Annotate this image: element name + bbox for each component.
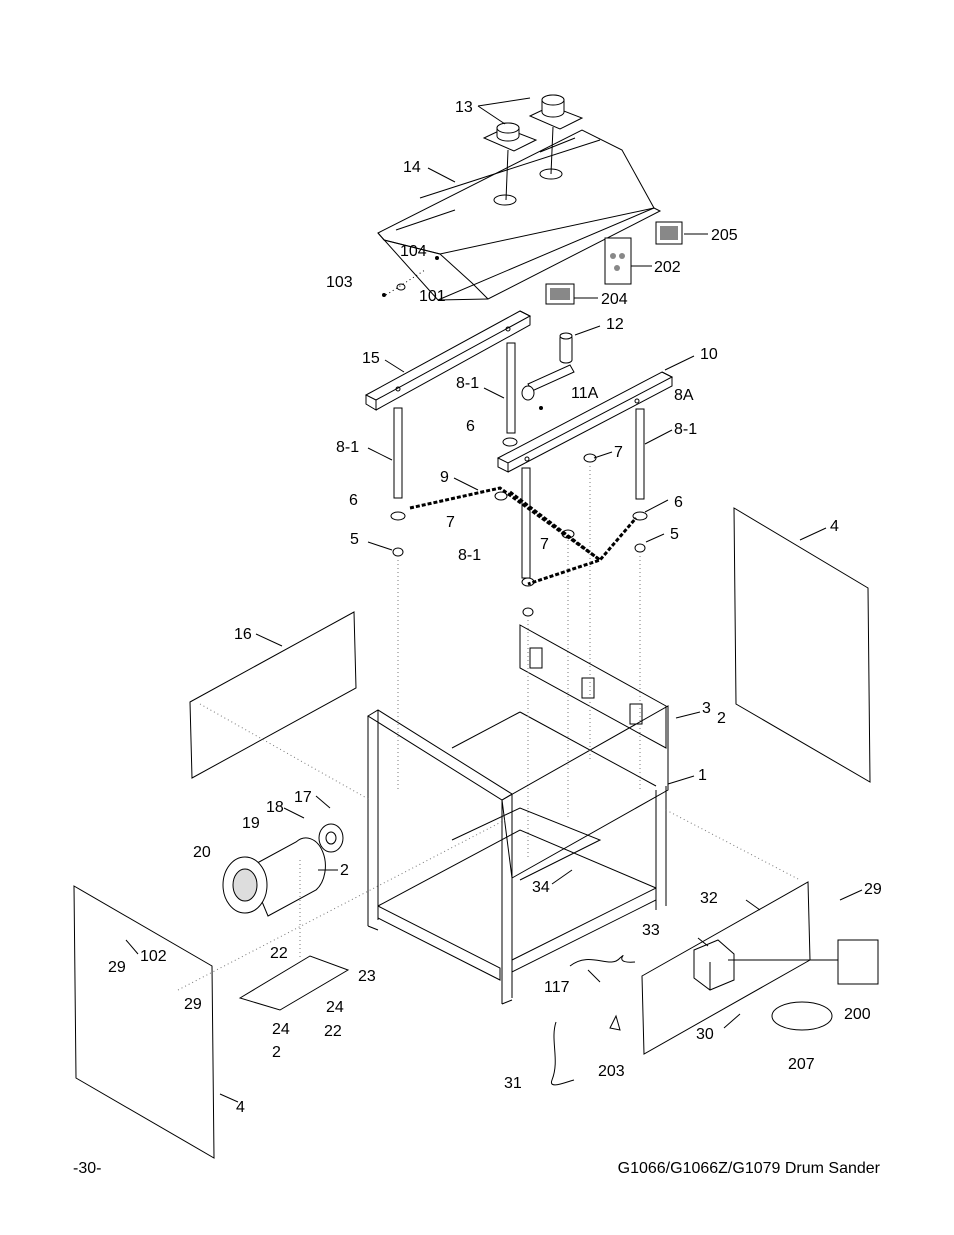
- callout-22: 22: [324, 1023, 342, 1040]
- callout-8a: 8A: [674, 387, 694, 404]
- callout-8-1: 8-1: [674, 421, 697, 438]
- callout-11a: 11A: [571, 385, 599, 402]
- callout-102: 102: [140, 948, 167, 965]
- callout-23: 23: [358, 968, 376, 985]
- callout-200: 200: [844, 1006, 871, 1023]
- warning-triangle: [609, 1014, 621, 1031]
- lead-screws: [393, 342, 645, 579]
- callout-8-1: 8-1: [456, 375, 479, 392]
- motor-mount: [238, 955, 350, 1011]
- callout-14: 14: [403, 159, 421, 176]
- callout-2: 2: [717, 710, 726, 727]
- side-panel-4-right: [733, 507, 871, 783]
- callout-205: 205: [711, 227, 738, 244]
- callout-33: 33: [642, 922, 660, 939]
- dust-hood: [377, 129, 662, 301]
- drive-chain: [409, 486, 638, 586]
- callout-207: 207: [788, 1056, 815, 1073]
- leader-lines: [125, 97, 863, 1103]
- callout-31: 31: [504, 1075, 522, 1092]
- callout-2: 2: [340, 862, 349, 879]
- assembly-lines: [177, 462, 801, 991]
- callout-32: 32: [700, 890, 718, 907]
- callout-29: 29: [108, 959, 126, 976]
- switch-box: [693, 939, 735, 991]
- callout-2: 2: [272, 1044, 281, 1061]
- warning-labels: [545, 221, 683, 305]
- callout-104: 104: [400, 243, 427, 260]
- callout-34: 34: [532, 879, 550, 896]
- callout-202: 202: [654, 259, 681, 276]
- sprockets-and-nuts: [390, 437, 648, 617]
- callout-29: 29: [864, 881, 882, 898]
- motor: [222, 823, 344, 917]
- dust-port-right: [528, 94, 584, 175]
- callout-22: 22: [270, 945, 288, 962]
- callout-15: 15: [362, 350, 380, 367]
- callout-29: 29: [184, 996, 202, 1013]
- callout-19: 19: [242, 815, 260, 832]
- spec-label: [837, 939, 879, 985]
- callout-20: 20: [193, 844, 211, 861]
- callout-5: 5: [670, 526, 679, 543]
- callout-16: 16: [234, 626, 252, 643]
- callout-5: 5: [350, 531, 359, 548]
- side-panel-4-left: [73, 885, 215, 1159]
- stand-frame: [367, 705, 669, 1005]
- callout-4: 4: [236, 1099, 245, 1116]
- rear-panel: [519, 624, 667, 749]
- callout-6: 6: [466, 418, 475, 435]
- hand-crank: [521, 332, 575, 410]
- callout-101: 101: [419, 288, 446, 305]
- callout-3: 3: [702, 700, 711, 717]
- callout-10: 10: [700, 346, 718, 363]
- callout-204: 204: [601, 291, 628, 308]
- rear-cross-bar: [496, 371, 674, 473]
- callout-8-1: 8-1: [458, 547, 481, 564]
- hood-hardware: [382, 256, 439, 297]
- callout-103: 103: [326, 274, 353, 291]
- callout-9: 9: [440, 469, 449, 486]
- dust-port-left: [482, 122, 538, 201]
- power-cord-31: [550, 1021, 575, 1086]
- callout-24: 24: [326, 999, 344, 1016]
- callout-4: 4: [830, 518, 839, 535]
- callout-18: 18: [266, 799, 284, 816]
- callout-203: 203: [598, 1063, 625, 1080]
- callout-30: 30: [696, 1026, 714, 1043]
- callout-17: 17: [294, 789, 312, 806]
- callout-6: 6: [674, 494, 683, 511]
- callout-7: 7: [446, 514, 455, 531]
- callout-7: 7: [614, 444, 623, 461]
- power-cord-117: [569, 955, 636, 967]
- callout-7: 7: [540, 536, 549, 553]
- callout-12: 12: [606, 316, 624, 333]
- callout-8-1: 8-1: [336, 439, 359, 456]
- callout-13: 13: [455, 99, 473, 116]
- front-cross-bar: [364, 310, 532, 411]
- callout-1: 1: [698, 767, 707, 784]
- callout-117: 117: [544, 979, 570, 996]
- manual-title: G1066/G1066Z/G1079 Drum Sander: [617, 1160, 880, 1177]
- side-panel-16: [189, 611, 357, 779]
- callout-6: 6: [349, 492, 358, 509]
- callout-24: 24: [272, 1021, 290, 1038]
- logo-plate: [771, 1001, 833, 1031]
- page-number: -30-: [73, 1160, 102, 1177]
